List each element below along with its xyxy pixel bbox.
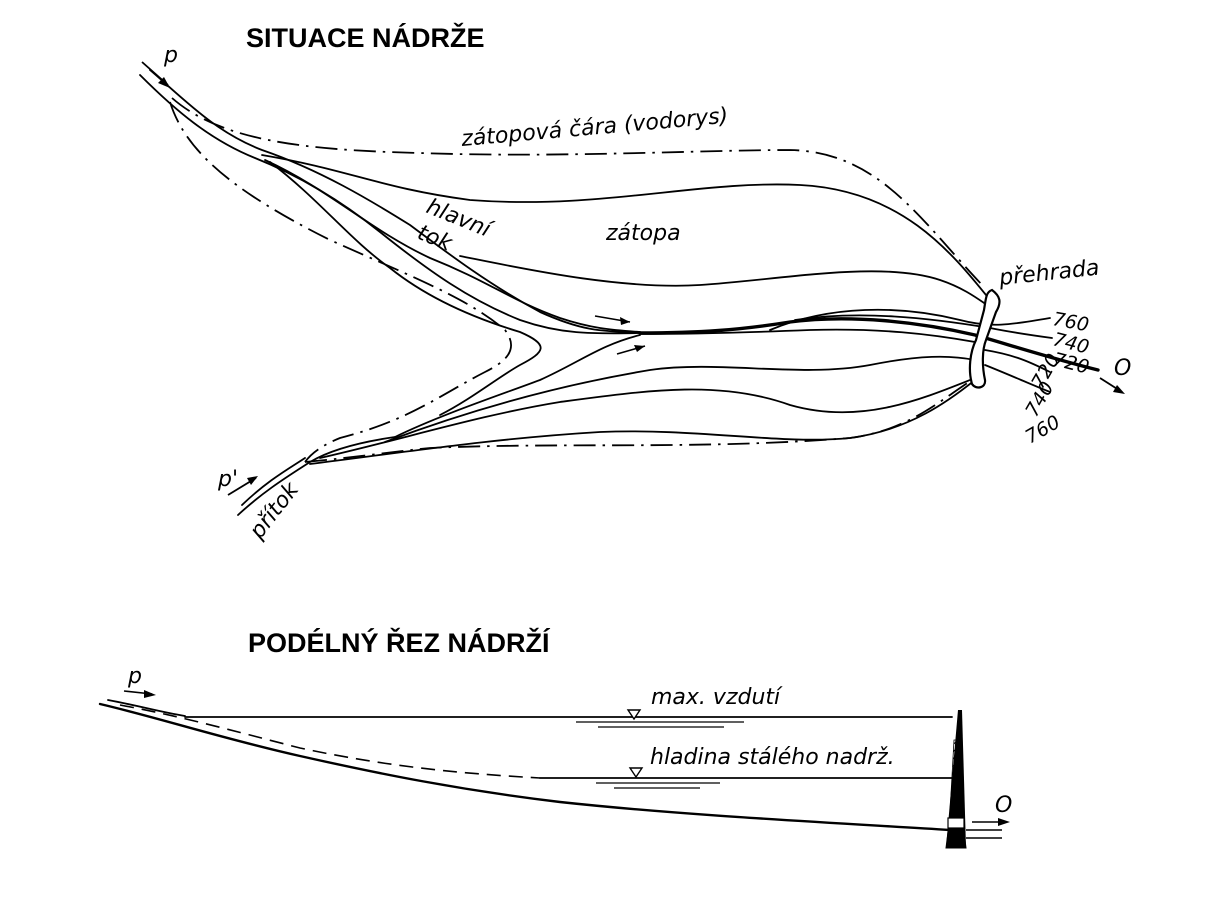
contour-740-upper xyxy=(794,314,1053,339)
inflow-arrow-icon xyxy=(141,61,170,88)
flood-line-label: zátopová čára (vodorys) xyxy=(459,104,729,152)
flood-line-lower-upper-arm xyxy=(169,101,512,463)
original-water-surface xyxy=(119,704,541,779)
max-level-label: max. vzdutí xyxy=(651,685,783,710)
section-inflow-label: p xyxy=(127,664,142,689)
outflow-label: O xyxy=(1114,356,1131,381)
section-title: PODÉLNÝ ŘEZ NÁDRŽÍ xyxy=(248,627,551,658)
lower-contour-inner xyxy=(394,334,641,438)
inflow-label: p xyxy=(163,43,178,68)
flow-arrow-icon xyxy=(594,315,631,325)
main-river-bank-b xyxy=(149,69,641,333)
section-outflow-arrow-icon xyxy=(972,818,1010,826)
tributary-bank-a xyxy=(237,436,396,516)
tributary-arrow-icon xyxy=(227,476,258,496)
contour-near-dam-lower-2 xyxy=(984,349,1051,373)
flood-line-lower xyxy=(304,377,976,463)
contour-label-760-lower: 760 xyxy=(1022,411,1064,448)
section-inflow-arrow-icon xyxy=(123,690,156,698)
river-channel-lower-bank xyxy=(639,328,976,343)
flow-arrow-icon xyxy=(616,345,646,355)
flood-line-upper xyxy=(171,97,986,289)
upper-contour-outer xyxy=(261,154,991,301)
upper-contour-middle xyxy=(459,255,996,311)
dam-section xyxy=(945,710,967,849)
outflow-arrow-icon xyxy=(1099,377,1125,394)
outflow-water-lines xyxy=(966,829,1002,839)
permanent-level-label: hladina stálého nadrž. xyxy=(650,745,895,770)
contour-near-dam-lower xyxy=(984,364,1051,393)
river-channel xyxy=(638,317,1100,372)
tributary-bank-b xyxy=(241,457,306,506)
lower-contour-a xyxy=(384,355,976,443)
river-surface-entry xyxy=(107,699,186,717)
section-outflow-label: O xyxy=(995,793,1012,818)
tributary-label: přítok xyxy=(244,477,304,545)
main-river-bank-a xyxy=(139,74,641,335)
lower-contour-c xyxy=(309,379,976,465)
main-channel-bank xyxy=(269,161,542,416)
lower-contour-b xyxy=(319,377,976,459)
flooded-area-label: zátopa xyxy=(605,221,681,246)
permanent-level-symbol-icon xyxy=(596,767,720,789)
tributary-inflow-label: p' xyxy=(217,467,238,492)
plan-title: SITUACE NÁDRŽE xyxy=(246,22,485,53)
dam-plan xyxy=(968,288,1001,389)
max-level-symbol-icon xyxy=(576,709,744,728)
upper-contour-near-dam xyxy=(769,308,1051,331)
riverbed-line xyxy=(98,702,952,832)
dam-label: přehrada xyxy=(997,256,1101,291)
upper-contour-inner xyxy=(264,159,641,333)
